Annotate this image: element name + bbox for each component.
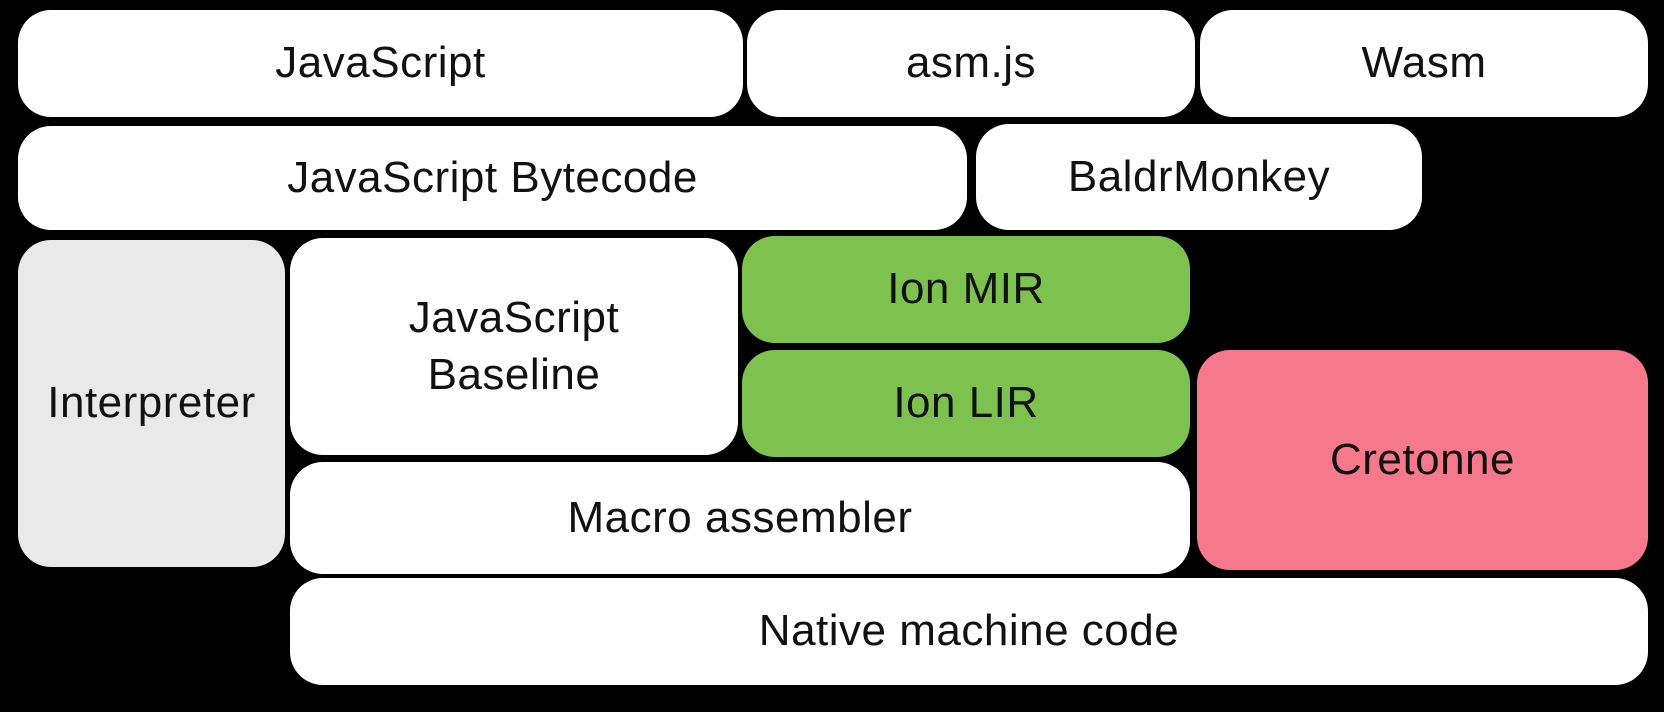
box-javascript-bytecode: JavaScript Bytecode [18, 126, 967, 230]
box-label-javascript-bytecode: JavaScript Bytecode [287, 152, 698, 202]
box-macro-assembler: Macro assembler [290, 462, 1190, 574]
box-ion-lir: Ion LIR [742, 350, 1190, 457]
box-javascript: JavaScript [18, 10, 743, 117]
box-label-native-machine-code: Native machine code [758, 606, 1180, 656]
box-label-wasm: Wasm [1361, 38, 1487, 88]
box-javascript-baseline: JavaScript Baseline [290, 238, 738, 455]
box-label-baldrmonkey: BaldrMonkey [1067, 151, 1331, 201]
box-label-javascript-baseline: JavaScript Baseline [408, 293, 620, 399]
box-baldrmonkey: BaldrMonkey [976, 124, 1422, 230]
box-ion-mir: Ion MIR [742, 236, 1190, 343]
box-interpreter: Interpreter [18, 240, 285, 567]
box-asmjs: asm.js [747, 10, 1195, 117]
box-native-machine-code: Native machine code [290, 578, 1648, 685]
box-label-interpreter: Interpreter [47, 378, 256, 428]
box-wasm: Wasm [1200, 10, 1648, 117]
box-label-ion-mir: Ion MIR [887, 264, 1045, 314]
box-label-macro-assembler: Macro assembler [567, 492, 913, 542]
box-label-ion-lir: Ion LIR [893, 378, 1039, 428]
box-label-cretonne: Cretonne [1329, 434, 1515, 484]
box-label-asmjs: asm.js [905, 38, 1037, 88]
box-cretonne: Cretonne [1197, 350, 1648, 570]
box-label-javascript: JavaScript [275, 38, 486, 88]
